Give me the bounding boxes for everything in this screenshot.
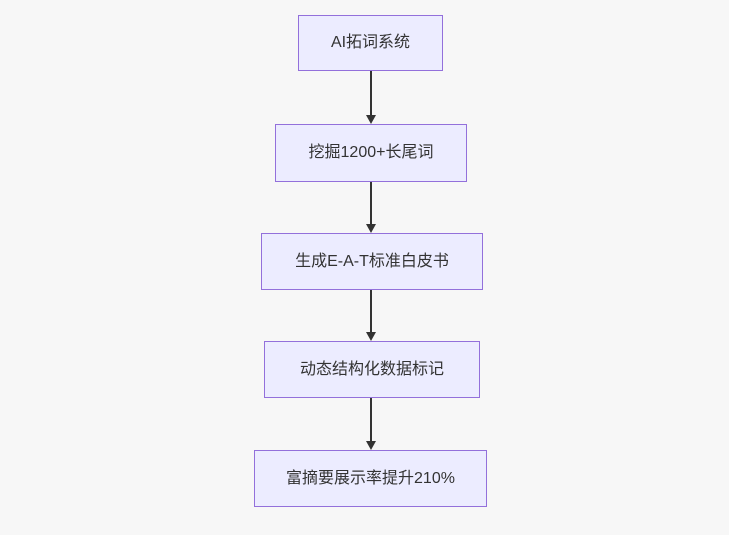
flow-node-eat-whitepaper: 生成E-A-T标准白皮书 bbox=[261, 233, 483, 290]
arrow-line bbox=[370, 398, 372, 441]
flow-node-longtail-words: 挖掘1200+长尾词 bbox=[275, 124, 467, 182]
flow-arrow-4 bbox=[365, 398, 377, 450]
flow-node-structured-data: 动态结构化数据标记 bbox=[264, 341, 480, 398]
arrow-down-icon bbox=[366, 115, 376, 124]
flow-arrow-2 bbox=[365, 182, 377, 233]
arrow-down-icon bbox=[366, 224, 376, 233]
flow-node-rich-snippet-result: 富摘要展示率提升210% bbox=[254, 450, 487, 507]
flow-arrow-3 bbox=[365, 290, 377, 341]
flow-node-ai-system: AI拓词系统 bbox=[298, 15, 443, 71]
arrow-line bbox=[370, 290, 372, 332]
arrow-down-icon bbox=[366, 441, 376, 450]
arrow-line bbox=[370, 71, 372, 115]
arrow-down-icon bbox=[366, 332, 376, 341]
flow-arrow-1 bbox=[365, 71, 377, 124]
arrow-line bbox=[370, 182, 372, 224]
